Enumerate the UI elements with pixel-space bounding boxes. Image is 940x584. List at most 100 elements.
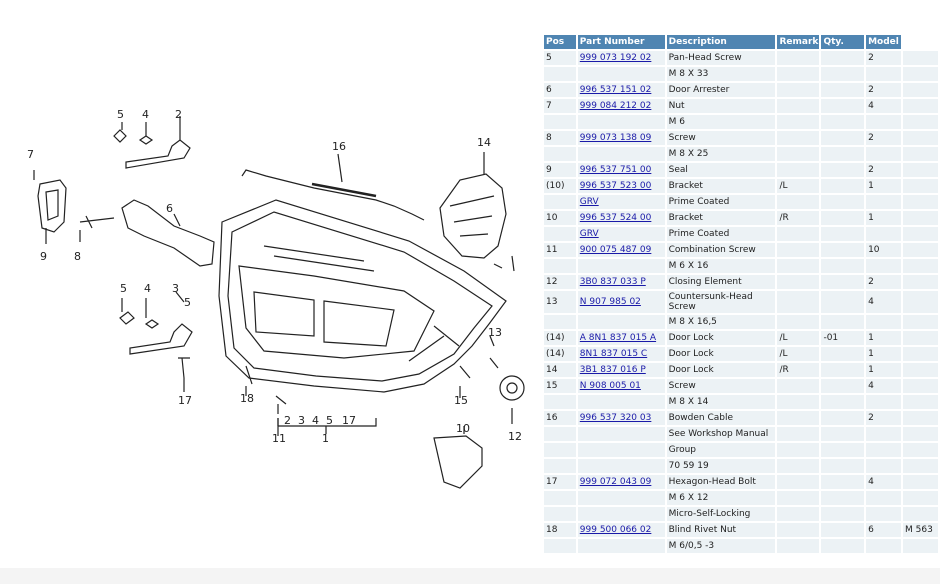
cell-pos: 18 — [544, 521, 578, 538]
cell-model — [865, 393, 904, 410]
column-header-part-number[interactable]: Part Number — [576, 35, 667, 50]
table-row: M 6/0,5 -3 — [544, 537, 940, 553]
cell-model — [865, 113, 904, 130]
cell-model: 6 — [865, 521, 904, 538]
column-header-model[interactable]: Model — [865, 35, 904, 50]
cell-model — [865, 457, 904, 474]
cell-extra — [902, 177, 940, 194]
part-number-link[interactable]: 999 073 138 09 — [579, 133, 652, 143]
part-number-link[interactable]: 996 537 320 03 — [579, 413, 652, 423]
cell-model: 4 — [865, 289, 904, 314]
cell-part-number — [576, 441, 667, 458]
cell-extra — [902, 65, 940, 82]
cell-extra — [902, 289, 940, 314]
cell-qty — [820, 241, 867, 258]
part-number-link[interactable]: A 8N1 837 015 A — [579, 333, 657, 343]
bracket-10 — [433, 435, 483, 489]
part-number-link[interactable]: 3B0 837 033 P — [579, 277, 646, 287]
callout-label: 12 — [508, 430, 522, 443]
cell-description: M 8 X 16,5 — [665, 313, 778, 330]
lower-hinge — [129, 323, 193, 355]
part-number-link[interactable]: N 908 005 01 — [579, 381, 641, 391]
cell-model — [865, 65, 904, 82]
cell-pos: 17 — [544, 473, 578, 490]
cell-description: Door Lock — [665, 329, 778, 346]
cell-description: See Workshop Manual — [665, 425, 778, 442]
cell-remark — [776, 473, 822, 490]
cell-description: Countersunk-Head Screw — [665, 289, 778, 314]
part-number-link[interactable]: GRV — [579, 197, 599, 207]
cell-part-number: 996 537 751 00 — [576, 161, 667, 178]
cell-extra — [902, 193, 940, 210]
cell-model: 1 — [865, 361, 904, 378]
cell-description: Micro-Self-Locking — [665, 505, 778, 522]
part-number-link[interactable]: GRV — [579, 229, 599, 239]
cell-model: 2 — [865, 49, 904, 66]
part-number-link[interactable]: 999 072 043 09 — [579, 477, 652, 487]
cell-model — [865, 505, 904, 522]
cell-pos — [544, 313, 578, 330]
cell-model — [865, 145, 904, 162]
cell-extra — [902, 313, 940, 330]
part-number-link[interactable]: 996 537 751 00 — [579, 165, 652, 175]
cell-description: Prime Coated — [665, 225, 778, 242]
cell-model: 4 — [865, 97, 904, 114]
part-number-link[interactable]: 996 537 151 02 — [579, 85, 652, 95]
cell-remark — [776, 145, 822, 162]
cell-part-number — [576, 505, 667, 522]
cell-part-number — [576, 65, 667, 82]
part-number-link[interactable]: 999 084 212 02 — [579, 101, 652, 111]
part-number-link[interactable]: 900 075 487 09 — [579, 245, 652, 255]
part-number-link[interactable]: 996 537 524 00 — [579, 213, 652, 223]
cell-pos — [544, 145, 578, 162]
cell-pos — [544, 425, 578, 442]
cell-remark — [776, 537, 822, 553]
part-number-link[interactable]: 8N1 837 015 C — [579, 349, 648, 359]
cell-pos — [544, 457, 578, 474]
cell-remark: /R — [776, 209, 822, 226]
column-header-qty[interactable]: Qty. — [820, 35, 867, 50]
cell-pos: 15 — [544, 377, 578, 394]
part-number-link[interactable]: 999 073 192 02 — [579, 53, 652, 63]
cell-remark — [776, 161, 822, 178]
cell-description: Group — [665, 441, 778, 458]
cell-remark: /R — [776, 361, 822, 378]
cell-description: Nut — [665, 97, 778, 114]
callout-label: 3 — [298, 414, 305, 427]
callout-label: 5 — [184, 296, 191, 309]
cell-qty — [820, 377, 867, 394]
cell-description: Door Arrester — [665, 81, 778, 98]
part-number-link[interactable]: 3B1 837 016 P — [579, 365, 646, 375]
table-row: M 6 — [544, 113, 940, 130]
cell-extra — [902, 241, 940, 258]
cell-pos: 10 — [544, 209, 578, 226]
cell-part-number: 996 537 523 00 — [576, 177, 667, 194]
callout-label: 9 — [40, 250, 47, 263]
cell-qty — [820, 161, 867, 178]
cell-qty — [820, 425, 867, 442]
cell-qty — [820, 345, 867, 362]
cell-remark — [776, 425, 822, 442]
callout-label: 10 — [456, 422, 470, 435]
cell-extra — [902, 97, 940, 114]
part-number-link[interactable]: 996 537 523 00 — [579, 181, 652, 191]
cell-pos: 9 — [544, 161, 578, 178]
cell-qty — [820, 193, 867, 210]
parts-table: Pos Part Number Description Remark Qty. … — [544, 35, 940, 553]
column-header-pos[interactable]: Pos — [544, 35, 578, 50]
cell-description: Screw — [665, 129, 778, 146]
cell-model — [865, 313, 904, 330]
part-number-link[interactable]: N 907 985 02 — [579, 297, 641, 307]
column-header-description[interactable]: Description — [665, 35, 778, 50]
cell-remark — [776, 457, 822, 474]
cell-pos — [544, 489, 578, 506]
part-number-link[interactable]: 999 500 066 02 — [579, 525, 652, 535]
cell-remark — [776, 193, 822, 210]
callout-label: 18 — [240, 392, 254, 405]
cell-qty — [820, 457, 867, 474]
column-header-remark[interactable]: Remark — [776, 35, 822, 50]
callout-label: 7 — [27, 148, 34, 161]
